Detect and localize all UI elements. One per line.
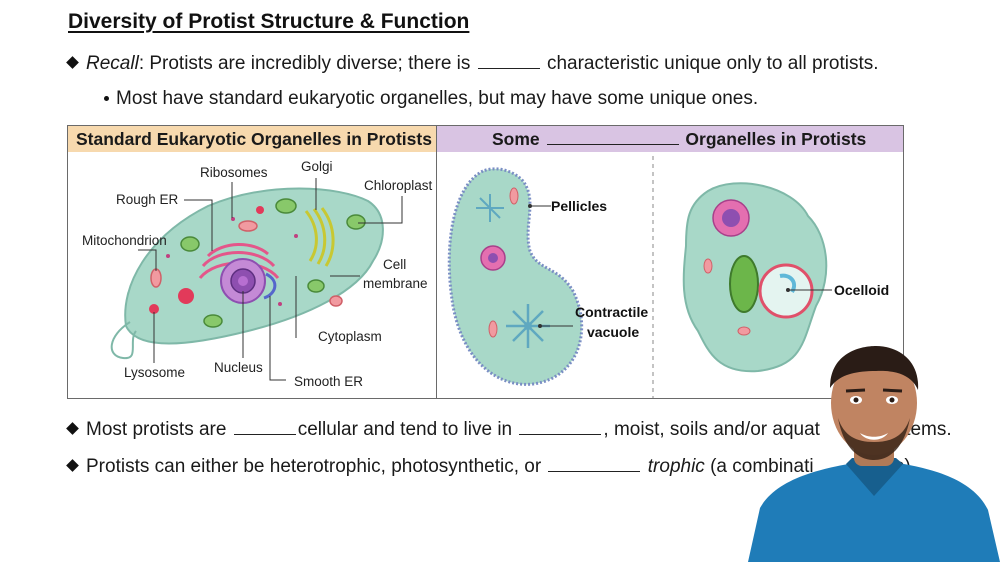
label-mitochondrion: Mitochondrion: [82, 233, 167, 248]
fill-in-blank: [519, 418, 602, 435]
fill-in-blank: [548, 455, 641, 472]
header-right-rest: Organelles in Protists: [685, 129, 867, 149]
cellular-text-c: , moist, soils and/or aquat: [603, 419, 820, 440]
presenter-hair-icon: [830, 346, 919, 390]
header-right-some: Some: [492, 129, 540, 149]
cell-illustrations: Ribosomes Golgi Chloroplast Rough ER Mit…: [82, 156, 889, 398]
sub-bullet: Most have standard eukaryotic organelles…: [104, 88, 758, 110]
bullet-cellular: Most protists are cellular and tend to l…: [66, 418, 952, 441]
trophic-italic: trophic: [647, 456, 705, 477]
diamond-bullet-icon: [66, 459, 79, 472]
presenter-shirt-icon: [748, 463, 1000, 562]
cellular-text-d: tems.: [905, 419, 952, 440]
cellular-text-a: Most protists are: [86, 419, 227, 440]
sub-bullet-text: Most have standard eukaryotic organelles…: [116, 88, 759, 109]
flagellum: [110, 321, 137, 360]
trophic-text-b: (a combinati: [710, 456, 814, 477]
pellicle-cell-icon: [447, 167, 584, 386]
trophic-text-a: Protists can either be heterotrophic, ph…: [86, 456, 542, 477]
label-membrane: membrane: [363, 276, 428, 291]
header-unique-organelles: Some Organelles in Protists: [437, 126, 903, 152]
page-title: Diversity of Protist Structure & Functio…: [68, 10, 470, 33]
label-golgi: Golgi: [301, 159, 333, 174]
panel-divider: [436, 126, 437, 398]
chloroplast: [275, 198, 297, 214]
label-pellicles: Pellicles: [551, 198, 607, 214]
header-standard-organelles: Standard Eukaryotic Organelles in Protis…: [68, 126, 437, 152]
mitochondrion: [150, 268, 162, 288]
diamond-bullet-icon: [66, 56, 79, 69]
label-cell: Cell: [383, 257, 406, 272]
eukaryotic-cell-icon: [110, 187, 384, 360]
ocelloid-cell-icon: [682, 182, 828, 373]
lysosome: [149, 304, 159, 314]
header-fill-in-blank: [546, 130, 679, 145]
cellular-text-b: cellular and tend to live in: [297, 419, 513, 440]
fill-in-blank: [233, 418, 296, 435]
label-cytoplasm: Cytoplasm: [318, 329, 382, 344]
recall-text-a: : Protists are incredibly diverse; there…: [138, 53, 471, 74]
label-contractile: Contractile: [575, 304, 648, 320]
fill-in-blank: [477, 52, 540, 69]
presenter-video: [748, 346, 1000, 562]
label-ocelloid: Ocelloid: [834, 282, 889, 298]
leader-lines: [138, 178, 403, 381]
diamond-bullet-icon: [66, 422, 79, 435]
label-vacuole: vacuole: [587, 324, 639, 340]
recall-lead: Recall: [86, 53, 139, 74]
bullet-recall: Recall: Protists are incredibly diverse;…: [66, 52, 879, 75]
label-smooth-er: Smooth ER: [294, 374, 363, 389]
label-lysosome: Lysosome: [124, 365, 185, 380]
label-rough-er: Rough ER: [116, 192, 179, 207]
dot-bullet-icon: [104, 96, 109, 101]
recall-text-b: characteristic unique only to all protis…: [546, 53, 879, 74]
label-nucleus: Nucleus: [214, 360, 263, 375]
label-ribosomes: Ribosomes: [200, 165, 268, 180]
presenter-face-icon: [831, 351, 917, 455]
bullet-trophic: Protists can either be heterotrophic, ph…: [66, 455, 916, 478]
label-chloroplast: Chloroplast: [364, 178, 433, 193]
organelles-figure: Standard Eukaryotic Organelles in Protis…: [67, 125, 904, 399]
